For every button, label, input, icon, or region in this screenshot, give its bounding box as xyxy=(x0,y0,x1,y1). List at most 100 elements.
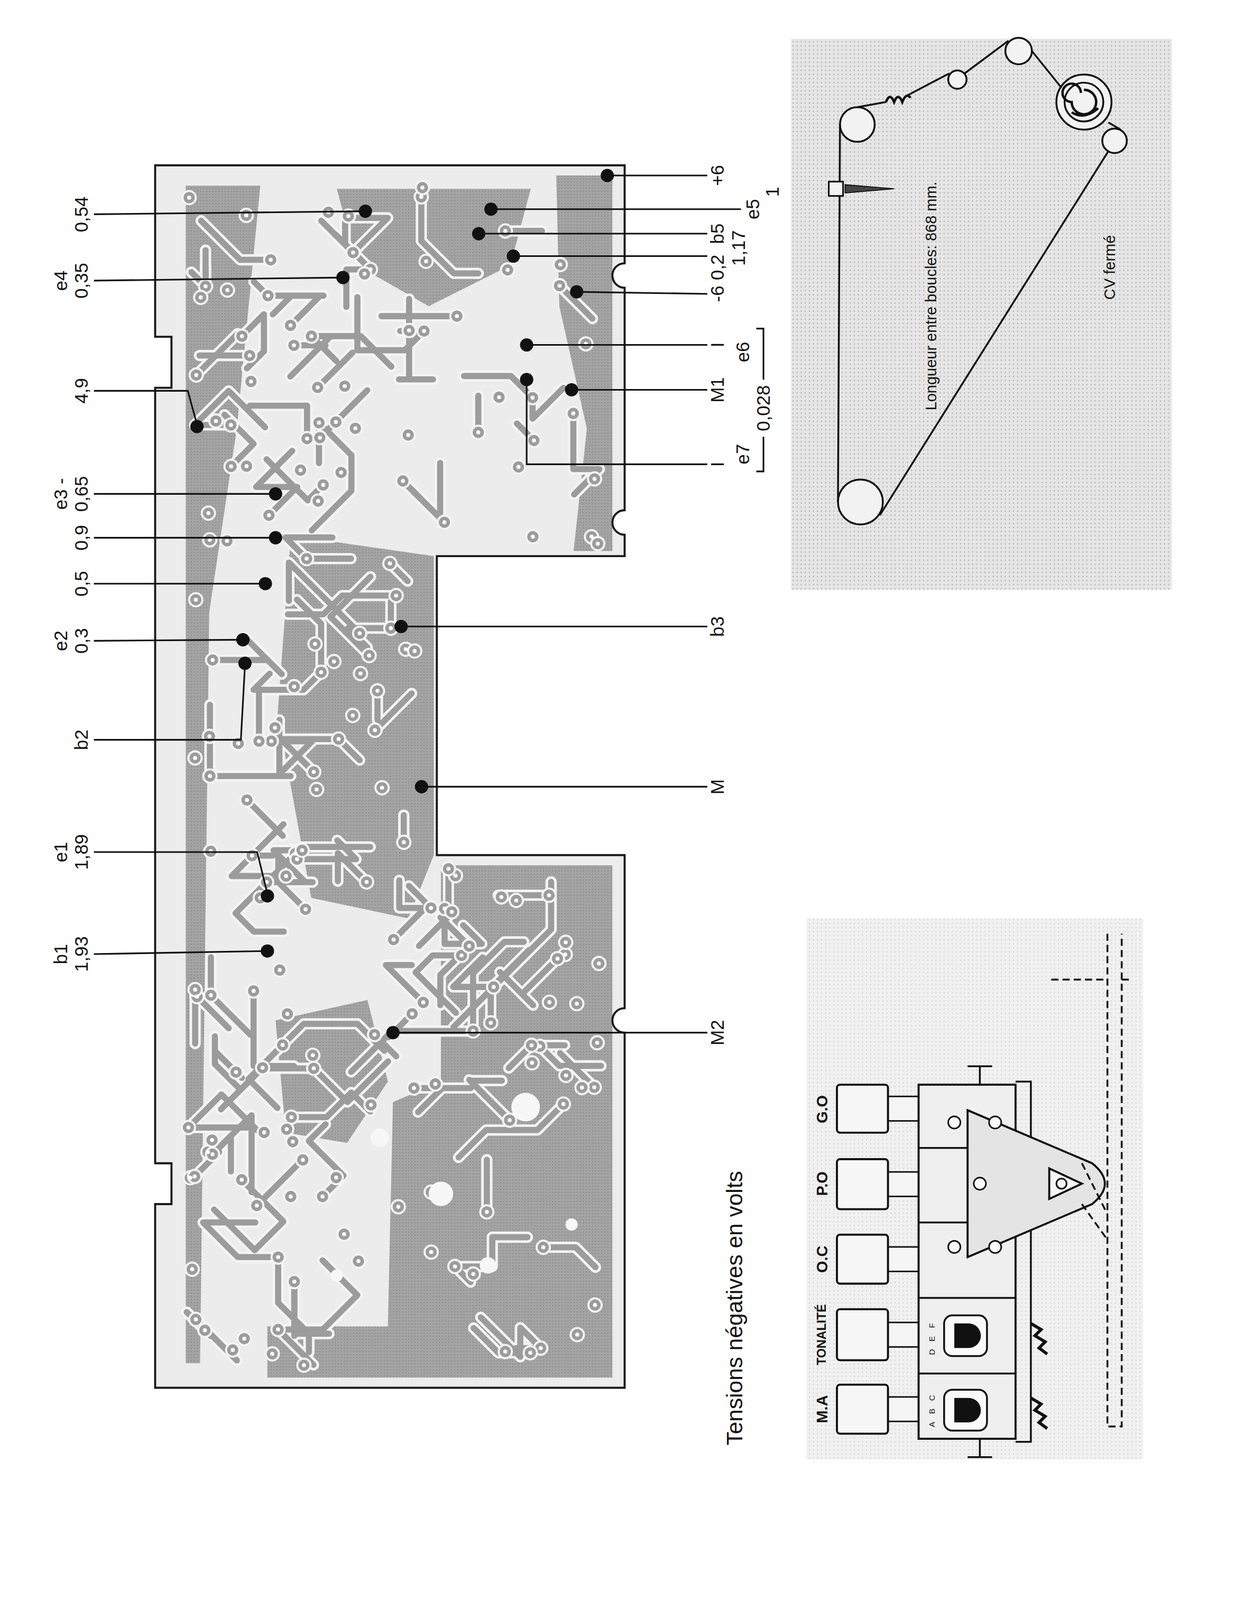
pad-hole xyxy=(396,1204,401,1210)
pad-hole xyxy=(369,1102,374,1108)
pad-hole xyxy=(421,1000,426,1006)
copper-trace xyxy=(224,415,254,467)
pulley xyxy=(840,107,875,143)
pad-hole xyxy=(195,994,200,1000)
pad-hole xyxy=(442,906,447,911)
pad-hole xyxy=(555,956,560,962)
leader-line xyxy=(491,208,742,210)
solder-pad xyxy=(257,1126,271,1140)
solder-pad xyxy=(205,1147,219,1161)
solder-pad xyxy=(389,588,403,603)
button-label: O.C xyxy=(814,1245,830,1273)
contact-letter: E xyxy=(928,1336,937,1342)
pulley xyxy=(1056,74,1112,130)
voltage-label: 0,9 xyxy=(72,524,91,551)
pad-hole xyxy=(240,334,245,339)
push-button xyxy=(836,1084,889,1133)
solder-pad xyxy=(553,257,567,272)
bank-ground xyxy=(806,918,1144,1460)
solder-pad xyxy=(235,1173,249,1187)
solder-pad xyxy=(556,1097,570,1111)
caption: Tensions négatives en volts xyxy=(723,1171,746,1446)
solder-pad xyxy=(590,1036,604,1050)
solder-pad xyxy=(316,478,330,492)
pad-hole xyxy=(589,535,594,540)
button-label: P.O xyxy=(814,1171,830,1196)
pad-hole xyxy=(351,250,356,255)
hidden-linkage xyxy=(1051,933,1133,1427)
leader-line xyxy=(94,493,274,495)
solder-pad xyxy=(250,1199,264,1213)
pad-hole xyxy=(208,993,214,998)
pad-hole xyxy=(547,893,552,898)
pad-hole xyxy=(188,1175,193,1181)
pad-hole xyxy=(454,314,459,319)
pad-hole xyxy=(342,1232,347,1237)
solder-pad xyxy=(309,782,324,797)
solder-pad xyxy=(311,494,325,508)
solder-pad xyxy=(370,684,384,698)
solder-pad xyxy=(524,1038,539,1053)
pad-hole xyxy=(476,430,481,435)
voltage-label: -6 xyxy=(708,286,727,303)
solder-pad xyxy=(402,324,416,338)
pad-hole xyxy=(266,513,272,518)
test-point xyxy=(258,577,272,591)
pad-hole xyxy=(298,468,303,473)
test-point xyxy=(565,383,579,397)
copper-trace xyxy=(385,965,424,1003)
copper-area xyxy=(267,865,613,1378)
pad-hole xyxy=(401,840,407,845)
pad-hole xyxy=(213,419,218,424)
solder-pad xyxy=(229,1065,243,1080)
pad-hole xyxy=(225,538,230,543)
solder-pad xyxy=(466,1024,480,1038)
solder-pad xyxy=(450,309,464,324)
pad-hole xyxy=(575,1332,580,1338)
pad-hole xyxy=(280,1043,285,1048)
pad-hole xyxy=(574,1001,579,1007)
pad-hole xyxy=(260,1065,265,1071)
button-stem xyxy=(888,1247,921,1272)
voltage-label: 0,54 xyxy=(72,196,91,233)
contact-letter: D xyxy=(928,1349,937,1356)
pad-hole xyxy=(372,728,377,733)
solder-pad xyxy=(226,1343,240,1357)
solder-pad xyxy=(203,730,217,744)
solder-pad xyxy=(255,1061,270,1075)
solder-pad xyxy=(297,1358,311,1372)
test-point xyxy=(336,271,350,285)
mounting-hole xyxy=(370,1128,390,1148)
test-point xyxy=(386,1026,400,1040)
voltage-label: 1,89 xyxy=(72,834,91,871)
pad-hole xyxy=(270,1351,275,1357)
solder-pad xyxy=(553,279,567,293)
trace-isolation xyxy=(469,1080,510,1121)
copper-trace xyxy=(543,1247,596,1268)
pad-hole xyxy=(403,647,409,652)
pad-hole xyxy=(234,1070,239,1075)
pad-hole xyxy=(210,658,215,663)
pad-hole xyxy=(192,987,198,992)
solder-pad xyxy=(240,793,254,807)
voltage-label: +6 xyxy=(708,164,727,187)
pad-hole xyxy=(192,1174,197,1179)
pad-hole xyxy=(491,984,496,990)
pointer-needle xyxy=(845,184,895,193)
solder-pad xyxy=(283,1190,298,1204)
test-point xyxy=(190,419,204,433)
pad-hole xyxy=(203,284,208,289)
solder-pad xyxy=(498,1344,512,1359)
pad-hole xyxy=(318,670,324,675)
voltage-label: 1 xyxy=(763,186,782,197)
pad-hole xyxy=(262,1130,267,1136)
solder-pad xyxy=(383,556,397,570)
solder-pad xyxy=(448,1260,462,1274)
solder-pad xyxy=(279,869,293,883)
voltage-label: e1 xyxy=(51,842,71,863)
pad-hole xyxy=(380,785,385,790)
test-point xyxy=(484,202,498,216)
pad-hole xyxy=(595,541,601,547)
solder-pad xyxy=(471,425,485,439)
